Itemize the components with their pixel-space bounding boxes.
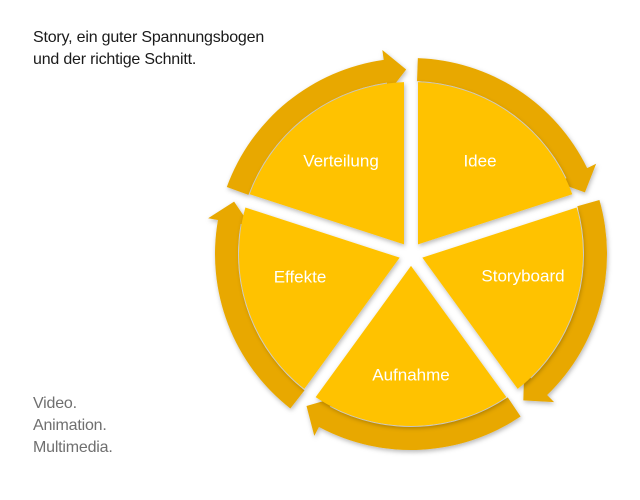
cycle-arrow-3 (306, 397, 521, 451)
segment-label-storyboard: Storyboard (481, 266, 564, 285)
tagline: Video. Animation. Multimedia. (33, 393, 233, 459)
segment-label-aufnahme: Aufnahme (372, 365, 450, 384)
cycle-arrows (208, 50, 608, 451)
segment-storyboard (422, 207, 584, 389)
segment-label-effekte: Effekte (274, 267, 327, 286)
tagline-animation: Animation. (33, 417, 107, 434)
segment-label-idee: Idee (463, 151, 496, 170)
cycle-arrow-2 (523, 199, 608, 403)
headline-line-1: Story, ein guter Spannungsbogen (33, 29, 265, 46)
cycle-labels: Idee Storyboard Aufnahme Effekte Verteil… (274, 151, 565, 384)
segment-idee (418, 82, 573, 245)
cycle-arrow-4 (208, 201, 305, 409)
segment-aufnahme (315, 265, 507, 426)
segment-effekte (238, 207, 400, 389)
tagline-video: Video. (33, 395, 77, 412)
headline: Story, ein guter Spannungsbogen und der … (33, 27, 333, 71)
cycle-arrow-1 (417, 58, 597, 193)
segment-verteilung (249, 82, 404, 245)
cycle-arrow-5 (226, 50, 407, 195)
segment-label-verteilung: Verteilung (303, 151, 379, 170)
tagline-multimedia: Multimedia. (33, 439, 113, 456)
headline-line-2: und der richtige Schnitt. (33, 51, 197, 68)
cycle-segments (238, 82, 584, 426)
